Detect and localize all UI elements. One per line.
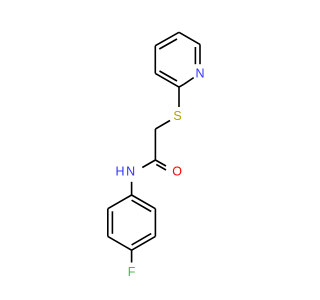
bond-carbonyl-o-2 — [155, 163, 167, 171]
molecule-structure: N S O N H F — [107, 31, 205, 280]
bond-carbonyl-nh — [141, 159, 156, 169]
bond-c1-c6 — [178, 31, 201, 46]
bond-a4-a5 — [131, 235, 156, 251]
bond-a1-a6-inner — [131, 199, 152, 213]
linker — [130, 87, 180, 195]
bond-c1-c2-inner — [158, 38, 178, 50]
bond-c3-c4-inner — [159, 70, 178, 82]
sulfur-label: S — [173, 109, 181, 123]
fluorophenyl-ring — [107, 194, 157, 263]
bond-c3-c4 — [154, 72, 180, 88]
pyridine-ring — [154, 31, 201, 88]
bond-a1-a2 — [107, 194, 132, 210]
bond-a3-a4 — [107, 235, 133, 251]
bond-a4-a5-inner — [131, 232, 152, 246]
amide-hydrogen-label: H — [115, 165, 124, 179]
bond-a1-a6 — [131, 194, 156, 210]
amide-nitrogen-label: N — [126, 165, 135, 179]
pyridine-nitrogen-label: N — [195, 67, 204, 81]
bond-s-ch2 — [154, 119, 171, 130]
oxygen-label: O — [172, 165, 182, 179]
bond-c4-c5 — [178, 83, 185, 88]
bond-carbonyl-o-1 — [155, 159, 167, 167]
fluorine-label: F — [128, 265, 136, 279]
bond-c1-c2 — [154, 31, 180, 47]
bond-n-c5 — [183, 76, 195, 85]
atom-labels: N S O N H F — [115, 67, 204, 280]
